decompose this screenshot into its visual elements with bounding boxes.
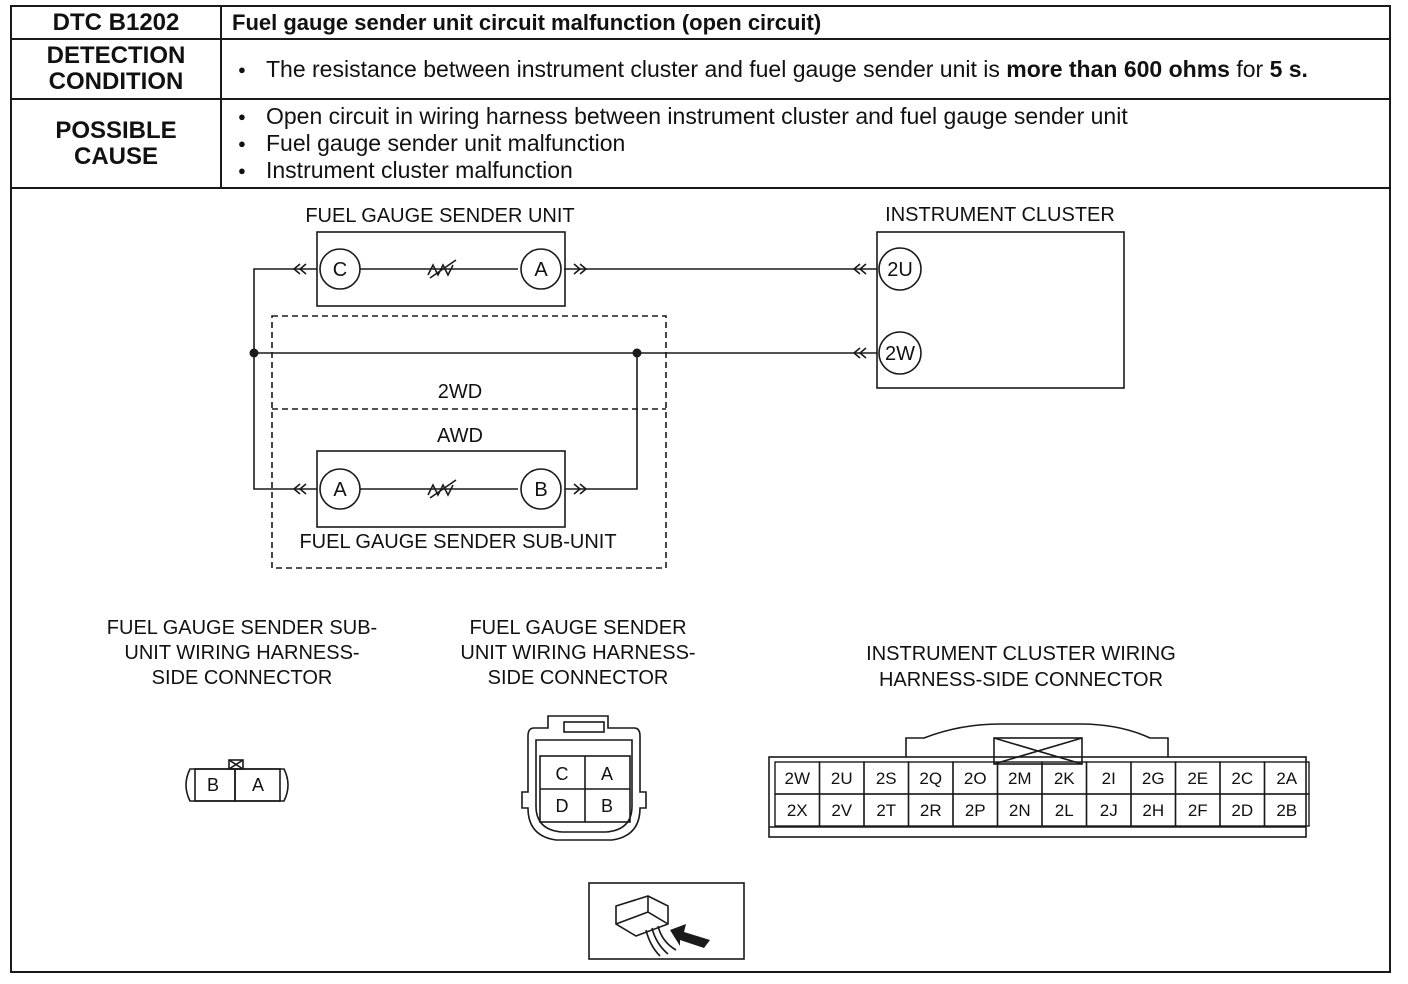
cluster-connector-pin-label: 2F (1188, 801, 1208, 820)
sub-variable-resistor-icon (427, 479, 457, 499)
wire-c-to-sub-a (253, 268, 317, 490)
cluster-connector-title: HARNESS-SIDE CONNECTOR (879, 669, 1163, 691)
dtc-document: DTC B1202 Fuel gauge sender unit circuit… (10, 5, 1391, 973)
cluster-connector-pin-label: 2K (1054, 769, 1075, 788)
dtc-code: DTC B1202 (12, 7, 222, 40)
cluster-connector-pin-label: 2S (876, 769, 897, 788)
sub-unit-label: FUEL GAUGE SENDER SUB-UNIT (299, 531, 616, 553)
sub-pin-a (319, 468, 361, 510)
cause-item: Instrument cluster malfunction (238, 157, 1388, 184)
sub-pin-b-label: B (534, 479, 547, 501)
cluster-connector-pin-label: 2R (920, 801, 942, 820)
cluster-connector-pin-label: 2V (831, 801, 852, 820)
cluster-connector-pin-label: 2X (787, 801, 808, 820)
sender-connector-title: FUEL GAUGE SENDER (469, 617, 686, 639)
cluster-connector-pin-label: 2P (965, 801, 986, 820)
possible-cause-text: Open circuit in wiring harness between i… (220, 98, 1389, 189)
cluster-connector-title: INSTRUMENT CLUSTER WIRING (866, 643, 1176, 665)
dtc-title-text: Fuel gauge sender unit circuit malfuncti… (232, 10, 822, 35)
cause-list: Open circuit in wiring harness between i… (232, 103, 1388, 184)
connector-arrow-icon (852, 347, 867, 359)
sub-pin-b (520, 468, 562, 510)
cluster-connector-pin-label: 2A (1276, 769, 1297, 788)
detection-text-mid: for (1229, 55, 1270, 82)
cluster-connector-icon (768, 723, 1307, 838)
view-arrow-icon (670, 924, 710, 948)
connector-arrow-icon (292, 483, 307, 495)
detection-list: The resistance between instrument cluste… (232, 56, 1388, 83)
cluster-connector-pin-label: 2H (1142, 801, 1164, 820)
sender-variable-resistor-icon (427, 259, 457, 279)
cluster-connector-pin-label: 2G (1142, 769, 1165, 788)
sub-pin-a-label: A (333, 479, 347, 501)
cluster-pin-2u-label: 2U (887, 259, 913, 281)
cluster-connector-pin-label: 2B (1276, 801, 1297, 820)
detection-condition-text: The resistance between instrument cluste… (220, 38, 1389, 100)
cluster-connector-pin-label: 2M (1008, 769, 1032, 788)
connector-arrow-icon (573, 263, 588, 275)
cluster-connector-pin-label: 2D (1231, 801, 1253, 820)
sender-connector-title: UNIT WIRING HARNESS- (460, 642, 695, 664)
sender-pin-a-label: A (534, 259, 548, 281)
cause-label-line1: POSSIBLE (55, 116, 177, 144)
cause-label-line2: CAUSE (73, 142, 158, 170)
dtc-table: DTC B1202 Fuel gauge sender unit circuit… (12, 7, 1389, 189)
sub-unit-dashed-box (271, 315, 667, 569)
cluster-connector-pin-label: 2I (1102, 769, 1116, 788)
dtc-title: Fuel gauge sender unit circuit malfuncti… (220, 7, 1389, 40)
cluster-pin-2w (878, 331, 922, 375)
cluster-connector-cell (1263, 793, 1310, 827)
sender-connector-pin-c: C (556, 764, 569, 784)
harness-side-view-icon (588, 882, 745, 960)
cluster-connector-pin-label: 2N (1009, 801, 1031, 820)
cluster-connector-pin-label: 2J (1100, 801, 1118, 820)
detection-condition-label: DETECTION CONDITION (12, 38, 222, 100)
sub-unit-connector-title: UNIT WIRING HARNESS- (124, 642, 359, 664)
detection-label-line1: DETECTION (46, 42, 186, 69)
connector-arrow-icon (292, 263, 307, 275)
cluster-connector-pin-label: 2W (785, 769, 811, 788)
junction-dot (249, 348, 259, 358)
sub-unit-connector-title: SIDE CONNECTOR (152, 667, 333, 689)
sender-connector-icon (521, 715, 647, 841)
detection-threshold: more than 600 ohms (1006, 55, 1230, 82)
sender-pin-c-label: C (333, 259, 347, 281)
detection-item: The resistance between instrument cluste… (238, 55, 1388, 83)
instrument-cluster-label: INSTRUMENT CLUSTER (885, 204, 1115, 226)
cause-item: Open circuit in wiring harness between i… (238, 103, 1388, 130)
possible-cause-label: POSSIBLE CAUSE (12, 98, 222, 189)
cluster-connector-pin-label: 2E (1187, 769, 1208, 788)
sender-pin-c (319, 248, 361, 290)
cluster-connector-pin-label: 2L (1055, 801, 1074, 820)
wire-sub-b (565, 353, 638, 490)
detection-label-line2: CONDITION (48, 68, 184, 95)
cluster-connector-pin-label: 2Q (919, 769, 942, 788)
instrument-cluster-box (876, 231, 1125, 389)
cluster-connector-pin-label: 2T (876, 801, 896, 820)
sender-connector-pin-b: B (601, 796, 613, 816)
junction-dot (632, 348, 642, 358)
cluster-pin-2w-label: 2W (885, 343, 915, 365)
cluster-connector-pin-label: 2C (1231, 769, 1253, 788)
cluster-connector-pin-label: 2O (964, 769, 987, 788)
detection-duration: 5 s. (1269, 55, 1308, 82)
label-2wd: 2WD (438, 381, 482, 403)
sub-connector-pin-b: B (207, 775, 219, 795)
connector-arrow-icon (852, 263, 867, 275)
sender-connector-pin-d: D (556, 796, 569, 816)
sender-pin-a (520, 248, 562, 290)
sub-unit-connector-title: FUEL GAUGE SENDER SUB- (107, 617, 377, 639)
detection-text-pre: The resistance between instrument cluste… (266, 55, 1007, 82)
sender-connector-pin-a: A (601, 764, 613, 784)
sender-connector-title: SIDE CONNECTOR (488, 667, 669, 689)
sender-unit-label: FUEL GAUGE SENDER UNIT (305, 205, 574, 227)
sub-connector-pin-a: A (252, 775, 264, 795)
cluster-pin-2u (878, 247, 922, 291)
cause-item: Fuel gauge sender unit malfunction (238, 130, 1388, 157)
connector-arrow-icon (573, 483, 588, 495)
label-awd: AWD (437, 425, 483, 447)
cluster-connector-pin-label: 2U (831, 769, 853, 788)
sub-unit-connector-icon (185, 759, 289, 802)
